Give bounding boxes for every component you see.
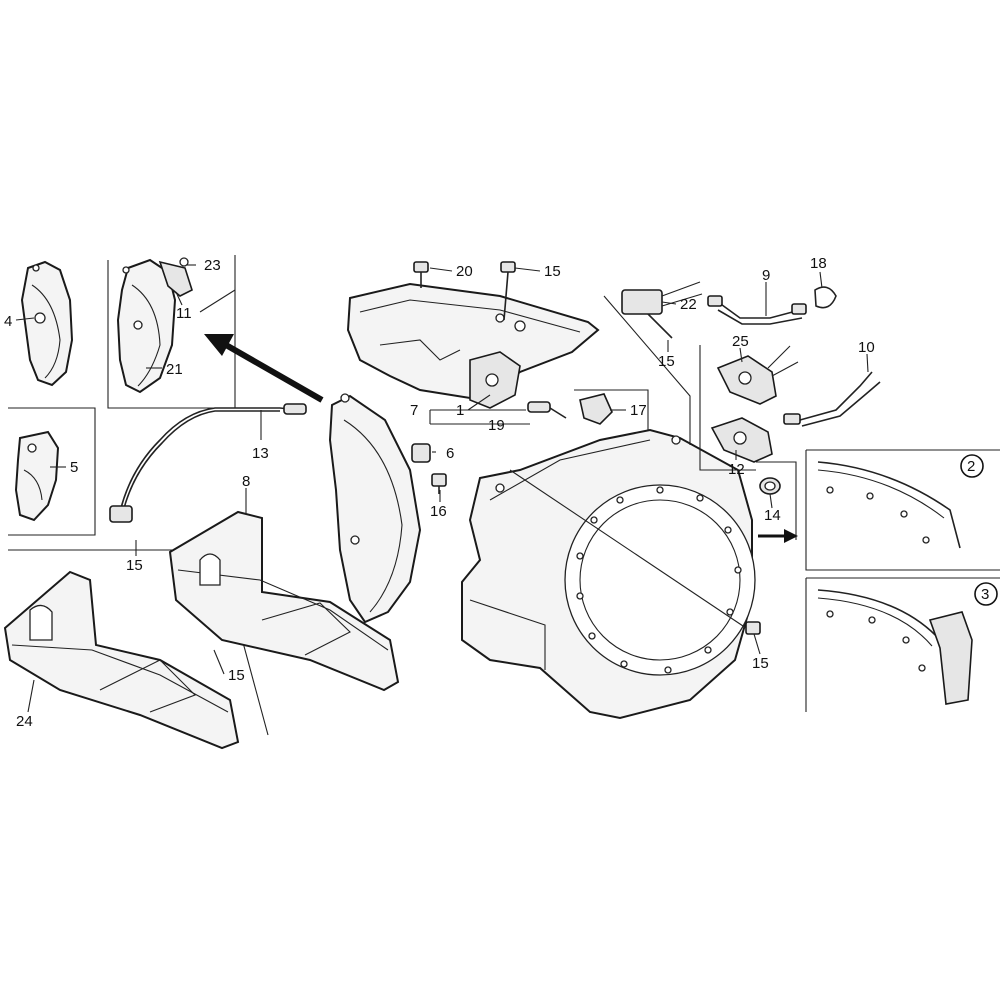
callout-5: 5 [70, 459, 78, 476]
arrow-left-up-icon [204, 334, 324, 403]
switch-12 [710, 417, 773, 463]
callout-17: 17 [630, 402, 647, 419]
callout-10: 10 [858, 339, 875, 356]
callout-22: 22 [680, 296, 697, 313]
callout-24: 24 [16, 713, 33, 730]
screw-15-housing [745, 621, 761, 635]
part-4-shroud [20, 260, 74, 387]
detail-variant-3 [805, 577, 1000, 712]
callout-9: 9 [762, 267, 770, 284]
callout-4: 4 [4, 313, 12, 330]
callout-13: 13 [252, 445, 269, 462]
clip-6 [411, 443, 431, 463]
svg-text:2: 2 [967, 458, 975, 475]
callout-15-lower: 15 [228, 667, 245, 684]
callout-12: 12 [728, 461, 745, 478]
fan-housing [461, 428, 756, 720]
callout-18: 18 [810, 255, 827, 272]
callout-7: 7 [410, 402, 418, 419]
part-24-lower-guide [3, 570, 240, 750]
bolt-19 [527, 401, 567, 419]
callout-23: 23 [204, 257, 221, 274]
upper-cover [346, 282, 600, 409]
part-21-shroud [116, 257, 193, 394]
callout-15-top: 15 [544, 263, 561, 280]
callout-25: 25 [732, 333, 749, 350]
leader-lines [15, 264, 869, 713]
callout-8: 8 [242, 473, 250, 490]
screw-16 [431, 473, 447, 494]
arrow-right-icon [758, 529, 798, 543]
variant-badge-3: 3 [974, 582, 998, 606]
callout-20: 20 [456, 263, 473, 280]
screw-20 [413, 261, 429, 288]
harness-9 [707, 295, 807, 325]
electrical-frame [574, 295, 797, 540]
detail-variant-2 [805, 449, 1000, 571]
grommet-14 [759, 477, 781, 495]
callout-6: 6 [446, 445, 454, 462]
clip-18 [814, 286, 837, 309]
callout-14: 14 [764, 507, 781, 524]
grommet-17 [579, 393, 613, 425]
part-5-bracket [14, 430, 60, 522]
side-cover-panel [328, 393, 422, 624]
callout-15-module: 15 [658, 353, 675, 370]
screw-15-top [500, 261, 516, 321]
callout-16: 16 [430, 503, 447, 520]
callout-labels: 4 21 11 23 5 13 8 15 15 24 20 15 7 1 19 … [4, 255, 875, 730]
callout-15-housing: 15 [752, 655, 769, 672]
svg-text:3: 3 [981, 586, 989, 603]
part-13-wire [109, 403, 307, 523]
callout-21: 21 [166, 361, 183, 378]
callout-15-left: 15 [126, 557, 143, 574]
harness-10 [783, 371, 881, 427]
switch-25 [716, 345, 799, 405]
callout-1: 1 [456, 402, 464, 419]
part-8-air-guide [168, 510, 400, 692]
callout-19: 19 [488, 417, 505, 434]
callout-11: 11 [176, 305, 192, 322]
variant-badge-2: 2 [960, 454, 984, 478]
